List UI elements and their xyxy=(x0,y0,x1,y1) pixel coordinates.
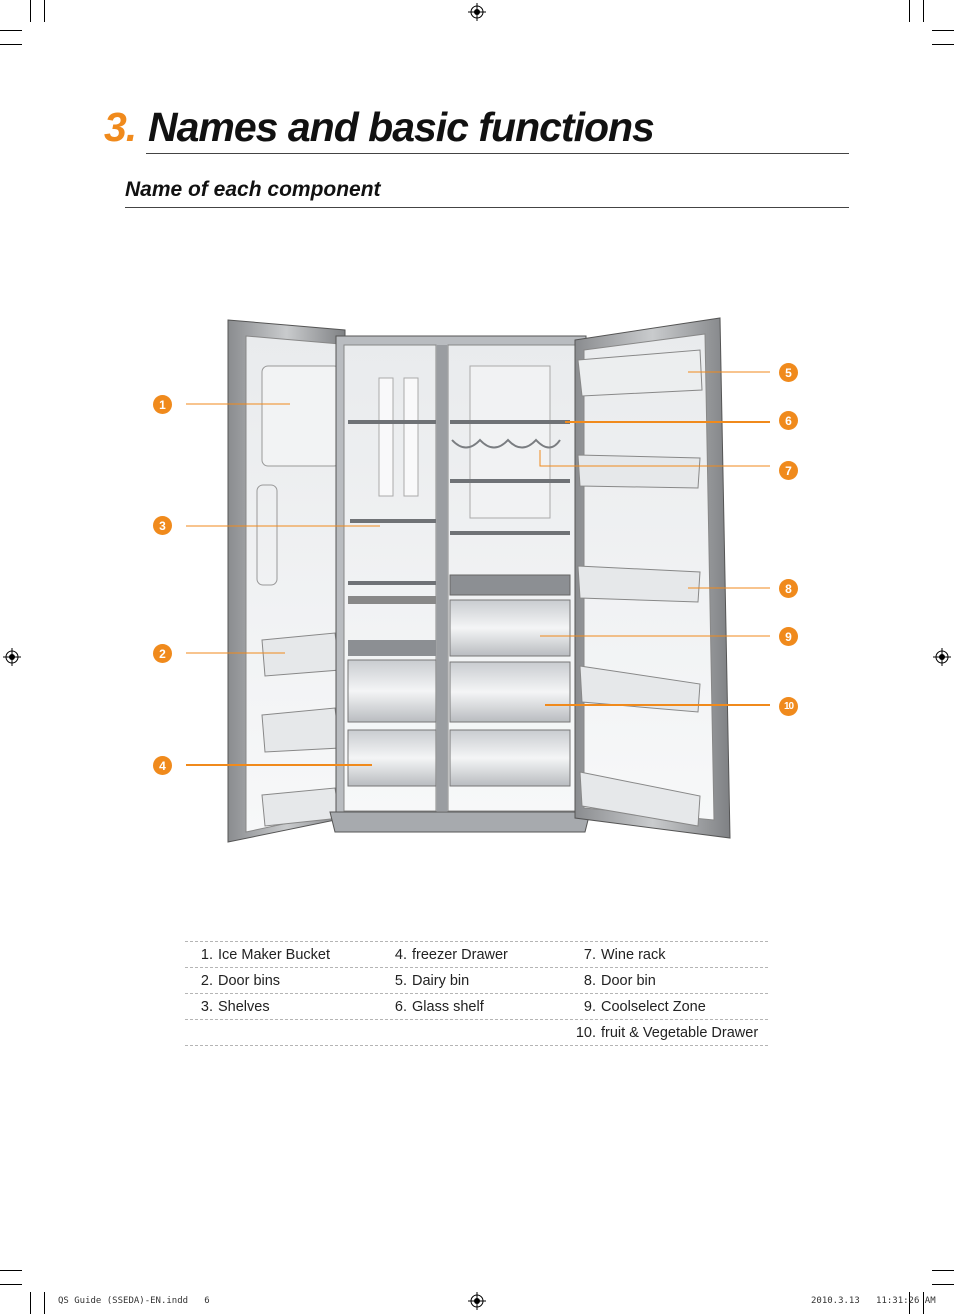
footer-timestamp: 2010.3.13 11:31:26 AM xyxy=(811,1296,936,1306)
section-number: 3. xyxy=(104,104,137,150)
legend-number: 3. xyxy=(200,998,213,1015)
title-rule xyxy=(146,153,849,154)
legend-number: 1. xyxy=(200,946,213,963)
callout-5: 5 xyxy=(779,363,798,382)
section-title: Names and basic functions xyxy=(148,104,655,150)
legend-number: 7. xyxy=(583,946,596,963)
crop-mark xyxy=(909,1292,910,1314)
legend-number: 5. xyxy=(394,972,407,989)
legend-label: Glass shelf xyxy=(412,998,484,1015)
legend-number: 6. xyxy=(394,998,407,1015)
subtitle: Name of each component xyxy=(125,178,381,201)
callout-4: 4 xyxy=(153,756,172,775)
legend-number: 10. xyxy=(575,1024,596,1041)
right-door xyxy=(574,317,731,839)
legend-number: 2. xyxy=(200,972,213,989)
legend-label: Dairy bin xyxy=(412,972,470,989)
callout-3: 3 xyxy=(153,516,172,535)
legend-row: 3. Shelves 6. Glass shelf 9. Coolselect Zon… xyxy=(185,993,768,1019)
crop-mark xyxy=(932,44,954,45)
legend-label: Ice Maker Bucket xyxy=(218,946,331,963)
crop-mark xyxy=(44,1292,45,1314)
crop-mark xyxy=(932,1270,954,1271)
callout-6: 6 xyxy=(779,411,798,430)
legend-label: fruit & Vegetable Drawer xyxy=(601,1024,759,1041)
crop-mark xyxy=(30,0,31,22)
legend-number: 8. xyxy=(583,972,596,989)
crop-mark xyxy=(0,44,22,45)
left-door-bins xyxy=(261,632,341,827)
crop-mark xyxy=(923,0,924,22)
legend-number: 9. xyxy=(583,998,596,1015)
component-legend: 1. Ice Maker Bucket 4. freezer Drawer 7. Wi… xyxy=(185,941,768,1046)
legend-row: 10. fruit & Vegetable Drawer xyxy=(185,1019,768,1046)
legend-number: 4. xyxy=(394,946,407,963)
registration-mark-icon xyxy=(933,648,951,666)
crop-mark xyxy=(932,1284,954,1285)
footer-file-info: QS Guide (SSEDA)-EN.indd 6 xyxy=(58,1296,210,1306)
crop-mark xyxy=(932,30,954,31)
callout-7: 7 xyxy=(779,461,798,480)
legend-label: Coolselect Zone xyxy=(601,998,706,1015)
crop-mark xyxy=(0,1284,22,1285)
fridge-body xyxy=(329,335,591,833)
registration-mark-icon xyxy=(468,3,486,21)
callout-1: 1 xyxy=(153,395,172,414)
crop-mark xyxy=(0,30,22,31)
callout-9: 9 xyxy=(779,627,798,646)
registration-mark-icon xyxy=(468,1292,486,1310)
legend-label: Shelves xyxy=(218,998,270,1015)
crop-mark xyxy=(44,0,45,22)
registration-mark-icon xyxy=(3,648,21,666)
legend-label: Wine rack xyxy=(601,946,666,963)
crop-mark xyxy=(909,0,910,22)
legend-label: freezer Drawer xyxy=(412,946,508,963)
callout-8: 8 xyxy=(779,579,798,598)
subtitle-rule xyxy=(125,207,849,208)
crop-mark xyxy=(923,1292,924,1314)
leader-lines xyxy=(186,371,770,766)
callout-2: 2 xyxy=(153,644,172,663)
legend-label: Door bins xyxy=(218,972,281,989)
legend-row: 2. Door bins 5. Dairy bin 8. Door bin xyxy=(185,967,768,993)
legend-row: 1. Ice Maker Bucket 4. freezer Drawer 7. Wi… xyxy=(185,941,768,967)
legend-label: Door bin xyxy=(601,972,656,989)
crop-mark xyxy=(0,1270,22,1271)
callout-10: 10 xyxy=(779,697,798,716)
left-door xyxy=(227,319,346,843)
crop-mark xyxy=(30,1292,31,1314)
